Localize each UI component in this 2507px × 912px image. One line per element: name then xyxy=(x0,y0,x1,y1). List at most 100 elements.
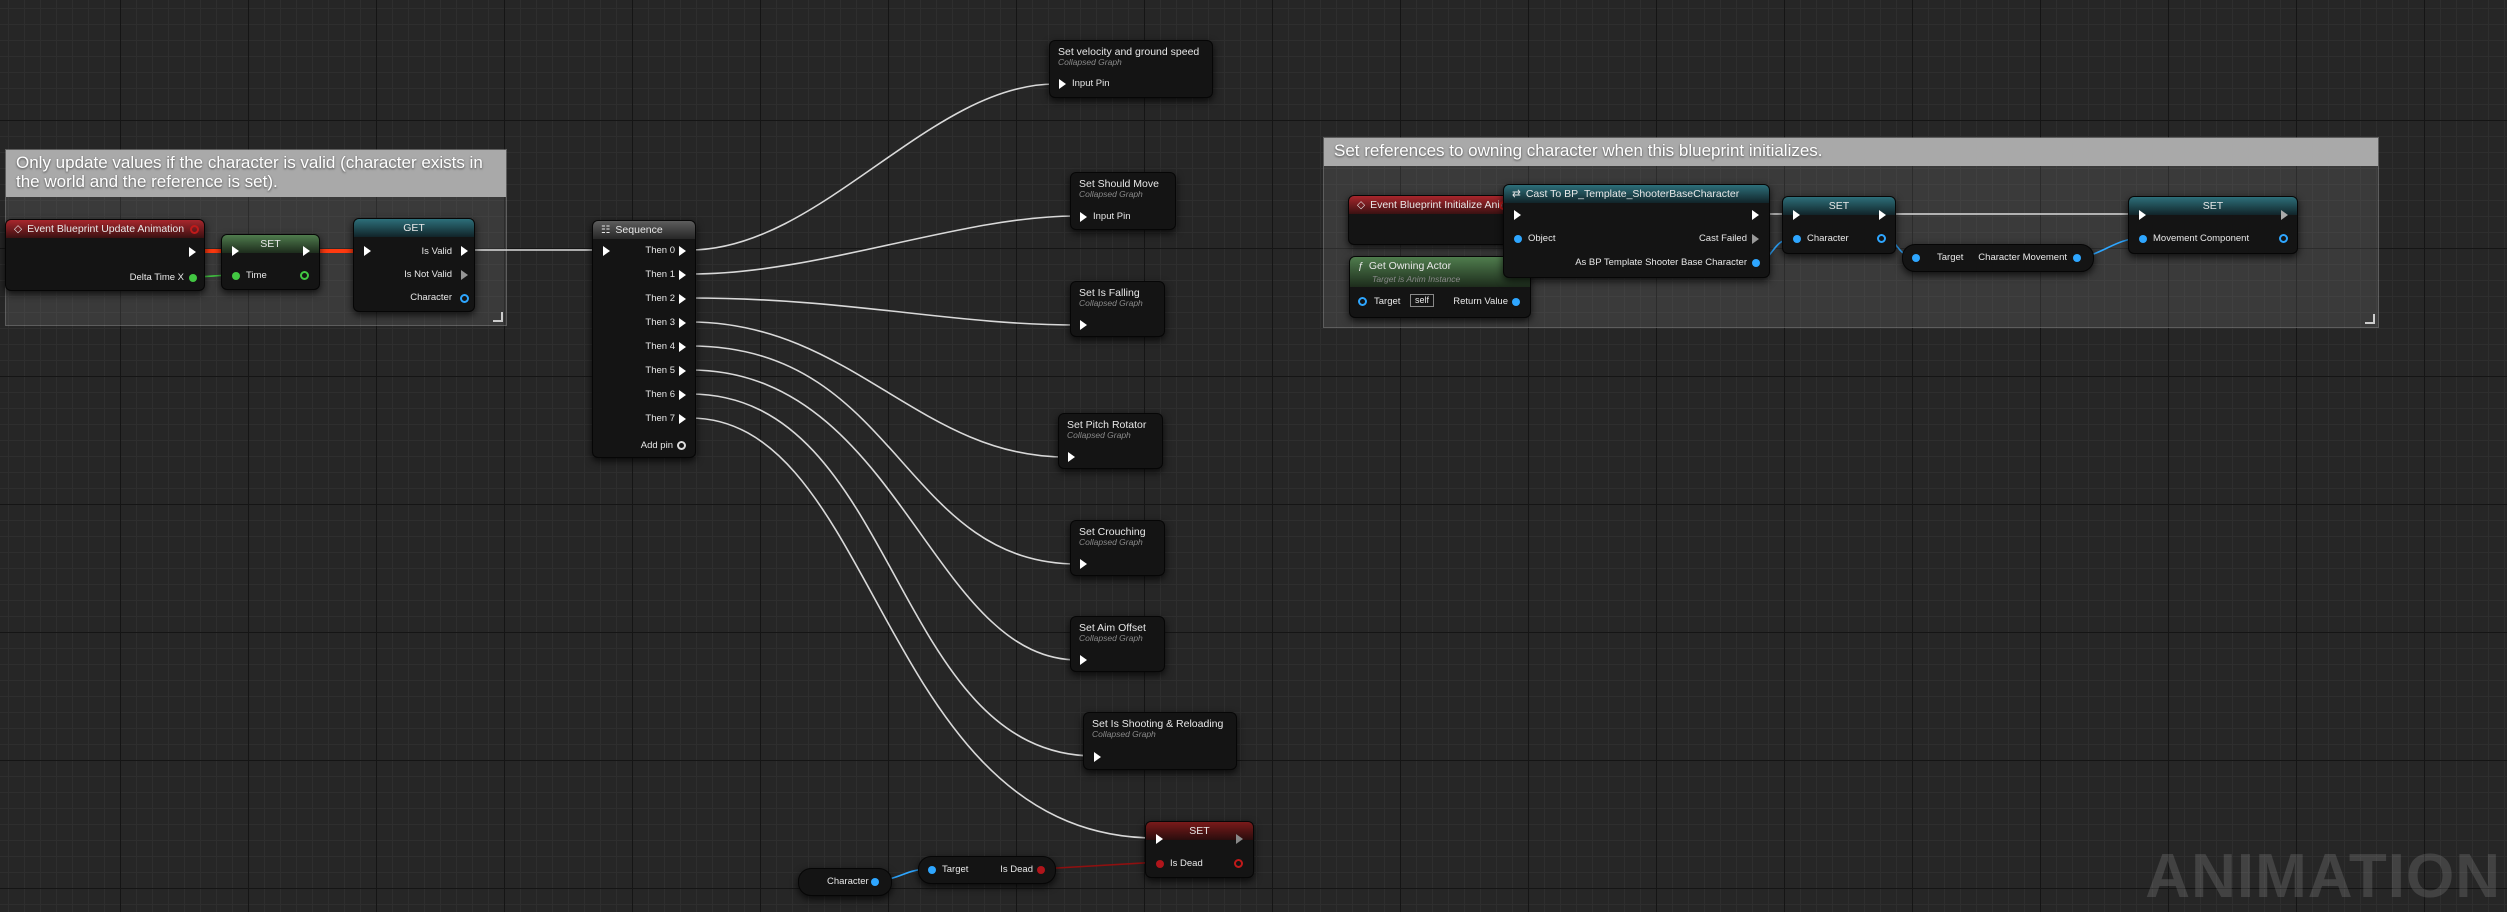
set-character-node[interactable]: SET Character xyxy=(1782,196,1896,254)
delegate-pin-icon[interactable] xyxy=(190,225,199,234)
self-value[interactable]: self xyxy=(1410,294,1435,307)
exec-out-pin[interactable] xyxy=(1752,210,1759,220)
exec-out-pin[interactable] xyxy=(1879,210,1886,220)
character-label: Character xyxy=(1807,233,1849,244)
return-value-pin[interactable] xyxy=(1512,298,1520,306)
character-variable-node[interactable]: Character xyxy=(798,868,892,896)
collapsed-graph-velocity[interactable]: Set velocity and ground speed Collapsed … xyxy=(1049,40,1213,98)
character-out-pin[interactable] xyxy=(1877,234,1886,243)
wire-then1 xyxy=(689,215,1077,275)
target-in-pin[interactable] xyxy=(928,866,936,874)
event-diamond-icon: ◇ xyxy=(14,223,23,235)
character-movement-getter-node[interactable]: Target Character Movement xyxy=(1902,244,2094,272)
target-in-pin[interactable] xyxy=(1912,254,1920,262)
is-valid-label: Is Valid xyxy=(421,246,452,257)
exec-in-pin[interactable] xyxy=(1514,210,1521,220)
input-pin-exec[interactable] xyxy=(1068,452,1075,462)
then-1-pin[interactable] xyxy=(679,270,686,280)
time-in-pin[interactable] xyxy=(232,272,240,280)
is-dead-in-pin[interactable] xyxy=(1156,860,1164,868)
is-dead-out-pin[interactable] xyxy=(1234,859,1243,868)
then-5-label: Then 5 xyxy=(645,365,675,376)
then-5-pin[interactable] xyxy=(679,366,686,376)
set-time-node[interactable]: SET Time xyxy=(221,234,320,290)
collapsed-graph-pitch-rotator[interactable]: Set Pitch Rotator Collapsed Graph xyxy=(1058,413,1163,469)
is-dead-out-pin[interactable] xyxy=(1037,866,1045,874)
then-2-pin[interactable] xyxy=(679,294,686,304)
is-dead-out-label: Is Dead xyxy=(1000,864,1033,875)
wire-then4 xyxy=(689,345,1079,565)
set-movement-component-node[interactable]: SET Movement Component xyxy=(2128,196,2298,254)
cast-failed-label: Cast Failed xyxy=(1698,233,1747,244)
collapsed-graph-should-move[interactable]: Set Should Move Collapsed Graph Input Pi… xyxy=(1070,172,1176,230)
object-in-pin[interactable] xyxy=(1514,235,1522,243)
then-6-pin[interactable] xyxy=(679,390,686,400)
character-label: Character xyxy=(410,292,452,303)
target-in-pin[interactable] xyxy=(1358,297,1367,306)
delta-time-pin[interactable] xyxy=(189,274,197,282)
event-initialize-animation-node[interactable]: ◇Event Blueprint Initialize Animation xyxy=(1348,195,1522,245)
cast-to-character-node[interactable]: ⇄Cast To BP_Template_ShooterBaseCharacte… xyxy=(1503,184,1770,278)
cast-failed-pin[interactable] xyxy=(1752,234,1759,244)
time-out-pin[interactable] xyxy=(300,271,309,280)
target-label: Target xyxy=(1374,296,1401,307)
exec-in-pin[interactable] xyxy=(1793,210,1800,220)
target-label: Target xyxy=(942,864,969,875)
movement-component-in-pin[interactable] xyxy=(2139,235,2147,243)
movement-component-out-pin[interactable] xyxy=(2279,234,2288,243)
as-character-label: As BP Template Shooter Base Character xyxy=(1575,257,1747,268)
input-pin-exec[interactable] xyxy=(1080,559,1087,569)
set-is-dead-node[interactable]: SET Is Dead xyxy=(1145,821,1254,878)
add-pin-button[interactable]: Add pin xyxy=(640,440,673,451)
event-diamond-icon: ◇ xyxy=(1357,199,1366,211)
input-pin-exec[interactable] xyxy=(1059,79,1066,89)
then-7-label: Then 7 xyxy=(645,413,675,424)
exec-in-pin[interactable] xyxy=(1156,834,1163,844)
delta-time-label: Delta Time X xyxy=(129,272,184,283)
then-4-pin[interactable] xyxy=(679,342,686,352)
add-pin-icon[interactable] xyxy=(677,441,686,450)
sequence-icon: ☷ xyxy=(601,224,611,236)
exec-out-pin[interactable] xyxy=(189,247,196,257)
event-update-animation-node[interactable]: ◇Event Blueprint Update Animation Delta … xyxy=(5,219,205,291)
is-not-valid-exec-pin[interactable] xyxy=(461,270,468,280)
input-pin-label: Input Pin xyxy=(1093,211,1131,222)
exec-in-pin[interactable] xyxy=(2139,210,2146,220)
as-character-pin[interactable] xyxy=(1752,259,1760,267)
input-pin-exec[interactable] xyxy=(1080,212,1087,222)
function-icon: ƒ xyxy=(1358,260,1364,272)
exec-out-pin[interactable] xyxy=(1236,834,1243,844)
exec-in-pin[interactable] xyxy=(232,246,239,256)
comment-title: Only update values if the character is v… xyxy=(6,150,506,197)
cast-icon: ⇄ xyxy=(1512,188,1521,200)
exec-out-pin[interactable] xyxy=(2281,210,2288,220)
is-dead-getter-node[interactable]: Target Is Dead xyxy=(918,856,1056,884)
comment-title: Set references to owning character when … xyxy=(1324,138,2378,166)
collapsed-graph-is-falling[interactable]: Set Is Falling Collapsed Graph xyxy=(1070,281,1165,337)
input-pin-exec[interactable] xyxy=(1080,655,1087,665)
resize-handle-icon[interactable] xyxy=(493,312,503,322)
then-0-pin[interactable] xyxy=(679,246,686,256)
then-7-pin[interactable] xyxy=(679,414,686,424)
collapsed-graph-shooting-reloading[interactable]: Set Is Shooting & Reloading Collapsed Gr… xyxy=(1083,712,1237,770)
exec-in-pin[interactable] xyxy=(603,246,610,256)
character-out-pin[interactable] xyxy=(460,294,469,303)
character-label: Character xyxy=(827,876,869,887)
get-validated-node[interactable]: GET Is Valid Is Not Valid Character xyxy=(353,218,475,312)
collapsed-graph-aim-offset[interactable]: Set Aim Offset Collapsed Graph xyxy=(1070,616,1165,672)
collapsed-graph-crouching[interactable]: Set Crouching Collapsed Graph xyxy=(1070,520,1165,576)
input-pin-exec[interactable] xyxy=(1094,752,1101,762)
character-movement-out-pin[interactable] xyxy=(2073,254,2081,262)
is-valid-exec-pin[interactable] xyxy=(461,246,468,256)
sequence-node[interactable]: ☷Sequence Then 0 Then 1 Then 2 Then 3 Th… xyxy=(592,220,696,458)
then-3-pin[interactable] xyxy=(679,318,686,328)
character-movement-label: Character Movement xyxy=(1978,252,2067,263)
character-in-pin[interactable] xyxy=(1793,235,1801,243)
input-pin-exec[interactable] xyxy=(1080,320,1087,330)
exec-in-pin[interactable] xyxy=(364,246,371,256)
resize-handle-icon[interactable] xyxy=(2365,314,2375,324)
exec-out-pin[interactable] xyxy=(303,246,310,256)
character-out-pin[interactable] xyxy=(871,878,879,886)
object-label: Object xyxy=(1528,233,1556,244)
